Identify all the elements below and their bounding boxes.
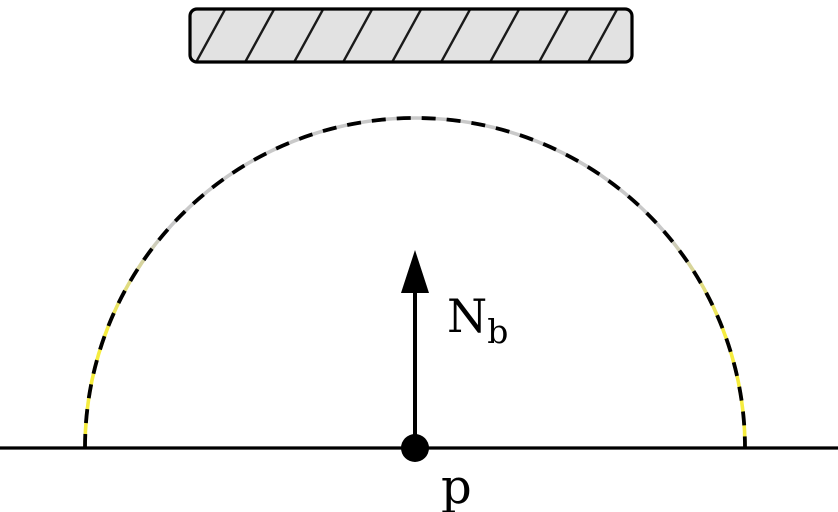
normal-force-arrowhead-icon	[401, 250, 429, 293]
contact-point-label: p	[441, 459, 472, 512]
normal-force-label: Nb	[447, 289, 508, 351]
normal-force-label-main: N	[447, 289, 487, 343]
normal-force-label-subscript: b	[487, 312, 508, 351]
semicircle-dashed-arc	[83, 116, 747, 449]
hatched-ceiling-block	[188, 7, 634, 64]
contact-point-dot	[401, 434, 429, 462]
